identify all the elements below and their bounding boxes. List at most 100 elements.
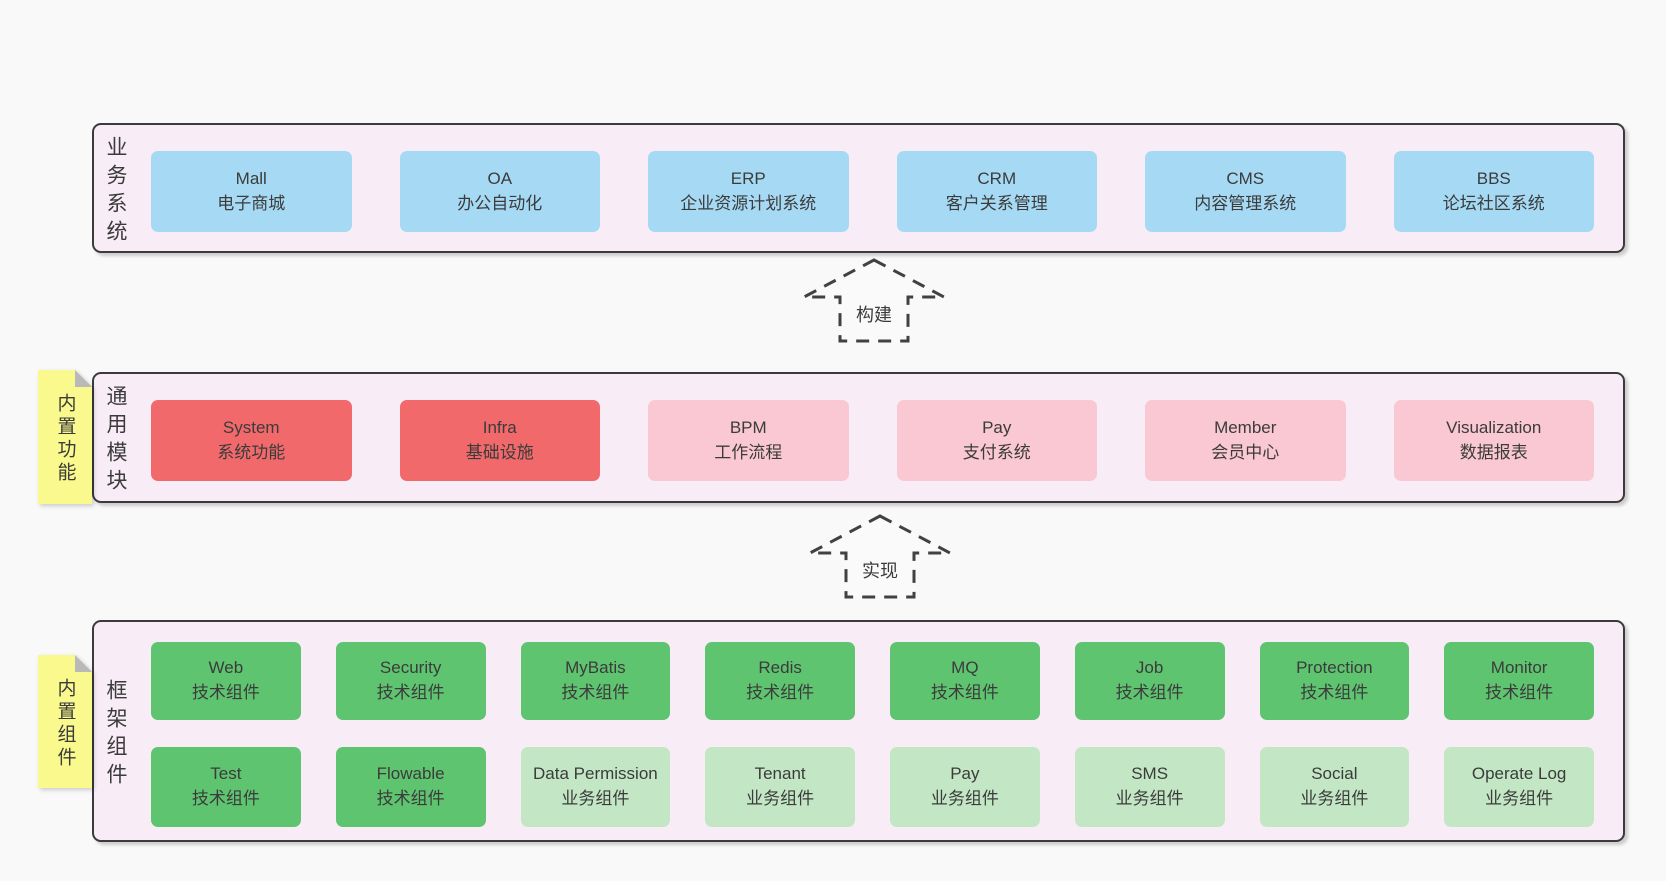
box-subtitle: 论坛社区系统 — [1442, 193, 1545, 213]
box-infra: Infra 基础设施 — [399, 400, 600, 481]
sticky-note-builtin-components-label: 内置组件 — [54, 677, 76, 770]
box-flowable: Flowable 技术组件 — [335, 747, 486, 827]
box-subtitle: 会员中心 — [1211, 442, 1280, 462]
box-subtitle: 工作流程 — [714, 442, 783, 462]
box-subtitle: 技术组件 — [376, 683, 445, 702]
box-title: CRM — [977, 168, 1017, 188]
arrow-outline — [809, 514, 951, 599]
box-subtitle: 企业资源计划系统 — [680, 193, 817, 213]
box-title: Security — [379, 658, 442, 678]
box-title: Flowable — [376, 764, 445, 784]
box-subtitle: 办公自动化 — [457, 193, 543, 213]
box-subtitle: 系统功能 — [217, 442, 286, 462]
box-title: MQ — [951, 658, 979, 678]
box-subtitle: 支付系统 — [962, 442, 1031, 462]
box-subtitle: 业务组件 — [561, 789, 630, 808]
section-common-modules-label: 通用模块 — [104, 385, 127, 497]
section-business-systems-label: 业务系统 — [104, 135, 127, 248]
box-title: Visualization — [1446, 417, 1542, 437]
box-subtitle: 技术组件 — [1115, 683, 1184, 702]
arrow-outline — [803, 258, 945, 343]
sticky-note-builtin-features-label: 内置功能 — [54, 393, 76, 485]
box-web: Web 技术组件 — [151, 642, 301, 720]
box-title: Redis — [758, 658, 802, 678]
box-job: Job 技术组件 — [1074, 642, 1225, 720]
box-title: Infra — [482, 417, 517, 437]
box-cms: CMS 内容管理系统 — [1145, 151, 1346, 232]
box-subtitle: 内容管理系统 — [1194, 193, 1297, 213]
box-title: Operate Log — [1471, 764, 1567, 784]
box-title: Test — [210, 764, 242, 784]
box-test: Test 技术组件 — [151, 747, 301, 827]
box-title: Pay — [950, 764, 980, 784]
box-subtitle: 业务组件 — [930, 789, 999, 808]
section-framework-components-label: 框架组件 — [104, 678, 127, 791]
box-title: Protection — [1296, 658, 1373, 678]
box-subtitle: 技术组件 — [191, 683, 260, 702]
box-title: Web — [208, 658, 244, 678]
box-subtitle: 业务组件 — [1485, 789, 1554, 808]
box-mq: MQ 技术组件 — [890, 642, 1040, 720]
box-subtitle: 客户关系管理 — [945, 193, 1048, 213]
box-subtitle: 基础设施 — [465, 442, 534, 462]
sticky-note-builtin-components: 内置组件 — [38, 655, 92, 788]
box-subtitle: 业务组件 — [1115, 789, 1184, 808]
box-subtitle: 技术组件 — [746, 683, 815, 702]
box-subtitle: 电子商城 — [217, 193, 286, 213]
box-title: SMS — [1131, 764, 1169, 784]
box-title: OA — [487, 168, 513, 188]
build-arrow-label: 构建 — [856, 305, 892, 325]
box-title: System — [222, 417, 280, 437]
box-bpm: BPM 工作流程 — [648, 400, 849, 481]
box-subtitle: 业务组件 — [746, 789, 815, 808]
box-pay: Pay 业务组件 — [890, 747, 1040, 827]
box-subtitle: 技术组件 — [930, 683, 999, 702]
box-subtitle: 技术组件 — [561, 683, 630, 702]
box-tenant: Tenant 业务组件 — [705, 747, 855, 827]
box-redis: Redis 技术组件 — [705, 642, 855, 720]
box-title: Social — [1311, 764, 1358, 784]
box-visualization: Visualization 数据报表 — [1393, 400, 1594, 481]
box-title: Job — [1135, 658, 1164, 678]
box-system: System 系统功能 — [151, 400, 352, 481]
sticky-note-builtin-features: 内置功能 — [38, 370, 92, 504]
sticky-note-paper — [38, 655, 92, 788]
box-pay: Pay 支付系统 — [896, 400, 1097, 481]
implement-arrow-label: 实现 — [862, 561, 898, 581]
box-title: BBS — [1476, 168, 1511, 188]
box-security: Security 技术组件 — [335, 642, 486, 720]
section-common-modules: 通用模块 System 系统功能 Infra 基础设施 BPM 工作流程 Pay 支付系统 Me… — [92, 372, 1625, 503]
box-sms: SMS 业务组件 — [1074, 747, 1225, 827]
box-subtitle: 技术组件 — [376, 789, 445, 808]
box-subtitle: 数据报表 — [1459, 442, 1528, 462]
box-title: Tenant — [754, 764, 806, 784]
box-protection: Protection 技术组件 — [1259, 642, 1410, 720]
box-title: BPM — [729, 417, 767, 437]
box-mall: Mall 电子商城 — [151, 151, 352, 232]
box-title: Monitor — [1490, 658, 1548, 678]
box-title: Mall — [235, 168, 267, 188]
box-social: Social 业务组件 — [1259, 747, 1410, 827]
box-oa: OA 办公自动化 — [399, 151, 600, 232]
sticky-note-paper — [38, 370, 92, 504]
box-title: Pay — [982, 417, 1012, 437]
box-subtitle: 技术组件 — [1300, 683, 1369, 702]
box-title: CMS — [1226, 168, 1265, 188]
box-subtitle: 技术组件 — [1485, 683, 1554, 702]
build-arrow-up: 构建 — [803, 258, 945, 343]
box-monitor: Monitor 技术组件 — [1444, 642, 1594, 720]
box-crm: CRM 客户关系管理 — [896, 151, 1097, 232]
box-subtitle: 技术组件 — [191, 789, 260, 808]
box-subtitle: 业务组件 — [1300, 789, 1369, 808]
